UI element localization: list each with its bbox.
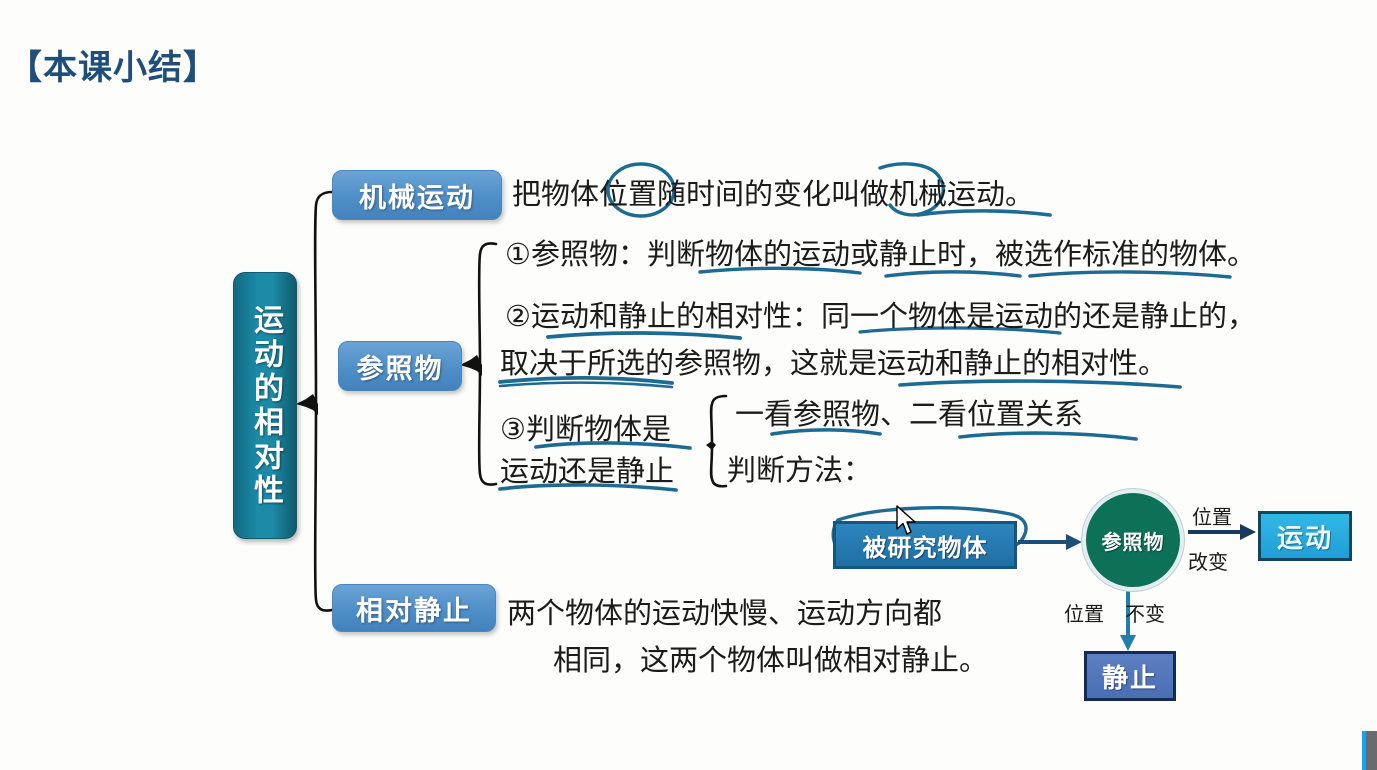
text-judge-method-rule: 一看参照物、二看位置关系	[735, 399, 1084, 431]
flow-node-studied-object: 被研究物体	[833, 521, 1017, 569]
text-reference-item-3-line2: 运动还是静止	[500, 456, 675, 488]
flow-edge-label-changed: 改变	[1188, 552, 1228, 574]
corner-widget-partial[interactable]	[1362, 731, 1377, 770]
text-relative-rest-line2: 相同，这两个物体叫做相对静止。	[553, 645, 989, 677]
text-judge-method-label: 判断方法：	[727, 455, 873, 487]
flow-node-motion: 运动	[1258, 511, 1352, 561]
text-reference-item-3-line1: ③判断物体是	[500, 414, 671, 446]
branch-node-mechanical-motion: 机械运动	[332, 170, 502, 220]
flow-edge-label-unchanged: 不变	[1125, 604, 1165, 626]
flow-node-still: 静止	[1084, 651, 1176, 701]
flow-edge-label-position-bottom: 位置	[1064, 604, 1104, 626]
text-relative-rest-line1: 两个物体的运动快慢、运动方向都	[507, 598, 943, 630]
flow-edge-label-position-top: 位置	[1192, 507, 1232, 529]
mindmap-root-node: 运动的相对性	[233, 272, 297, 539]
page-title: 【本课小结】	[8, 49, 218, 87]
flow-node-reference-object: 参照物	[1082, 489, 1184, 591]
text-reference-item-2-line2: 取决于所选的参照物，这就是运动和静止的相对性。	[500, 348, 1168, 380]
branch-node-reference-object: 参照物	[338, 341, 462, 391]
text-reference-item-1: ①参照物：判断物体的运动或静止时，被选作标准的物体。	[505, 239, 1256, 271]
mouse-cursor-icon	[896, 505, 916, 535]
root-node-label: 运动的相对性	[249, 303, 282, 508]
branch-node-relative-rest: 相对静止	[332, 584, 496, 632]
text-mechanical-motion-definition: 把物体位置随时间的变化叫做机械运动。	[512, 179, 1035, 211]
text-reference-item-2-line1: ②运动和静止的相对性：同一个物体是运动的还是静止的，	[505, 301, 1256, 333]
